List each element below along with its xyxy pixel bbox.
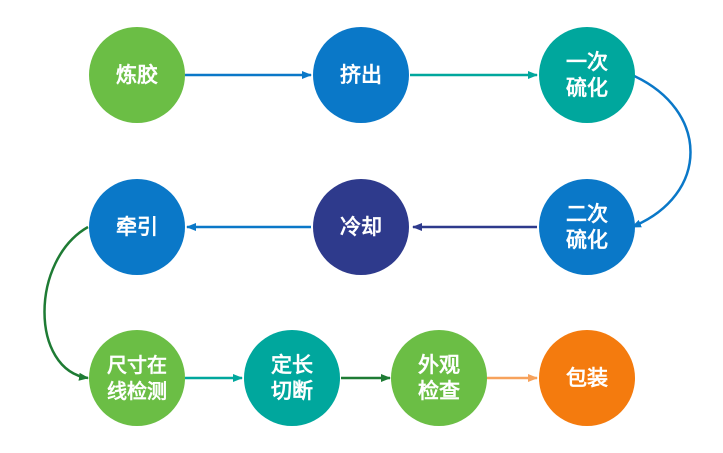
edge-n6-n7 — [43, 225, 89, 381]
node-traction: 牵引 — [89, 179, 185, 275]
node-online-dimension-inspection: 尺寸在 线检测 — [89, 330, 185, 426]
node-mixing: 炼胶 — [89, 27, 185, 123]
node-extrusion: 挤出 — [313, 27, 409, 123]
node-fixed-length-cutting: 定长 切断 — [244, 330, 340, 426]
node-secondary-vulcanization: 二次 硫化 — [539, 179, 635, 275]
edge-n3-n4 — [631, 73, 692, 229]
node-primary-vulcanization: 一次 硫化 — [539, 27, 635, 123]
node-packaging: 包装 — [539, 330, 635, 426]
node-appearance-inspection: 外观 检查 — [391, 330, 487, 426]
node-cooling: 冷却 — [313, 179, 409, 275]
